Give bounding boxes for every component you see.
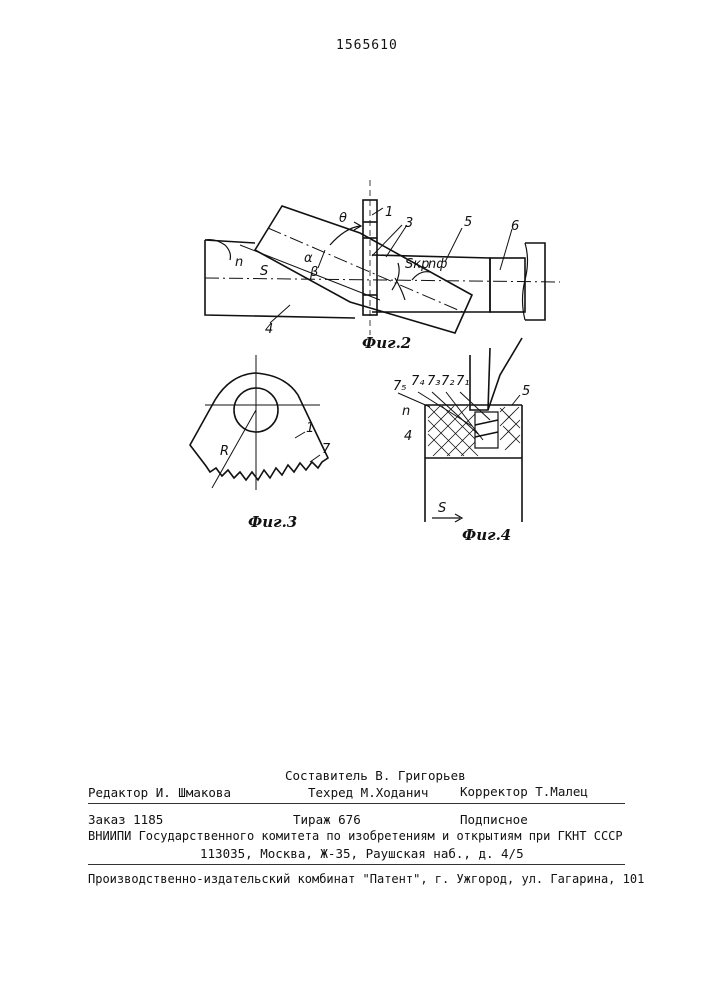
circulation: Тираж 676	[293, 812, 361, 827]
techred: Техред М.Ходанич	[308, 785, 428, 800]
organization: ВНИИПИ Государственного комитета по изоб…	[88, 829, 623, 843]
corrector: Корректор Т.Малец	[460, 784, 588, 799]
editor: Редактор И. Шмакова	[88, 785, 231, 800]
subscription: Подписное	[460, 812, 528, 827]
compiler: Составитель В. Григорьев	[285, 768, 466, 783]
rule-1	[88, 803, 625, 804]
plant: Производственно-издательский комбинат "П…	[88, 872, 644, 886]
address: 113035, Москва, Ж-35, Раушская наб., д. …	[200, 846, 524, 861]
rule-2	[88, 864, 625, 865]
order: Заказ 1185	[88, 812, 163, 827]
